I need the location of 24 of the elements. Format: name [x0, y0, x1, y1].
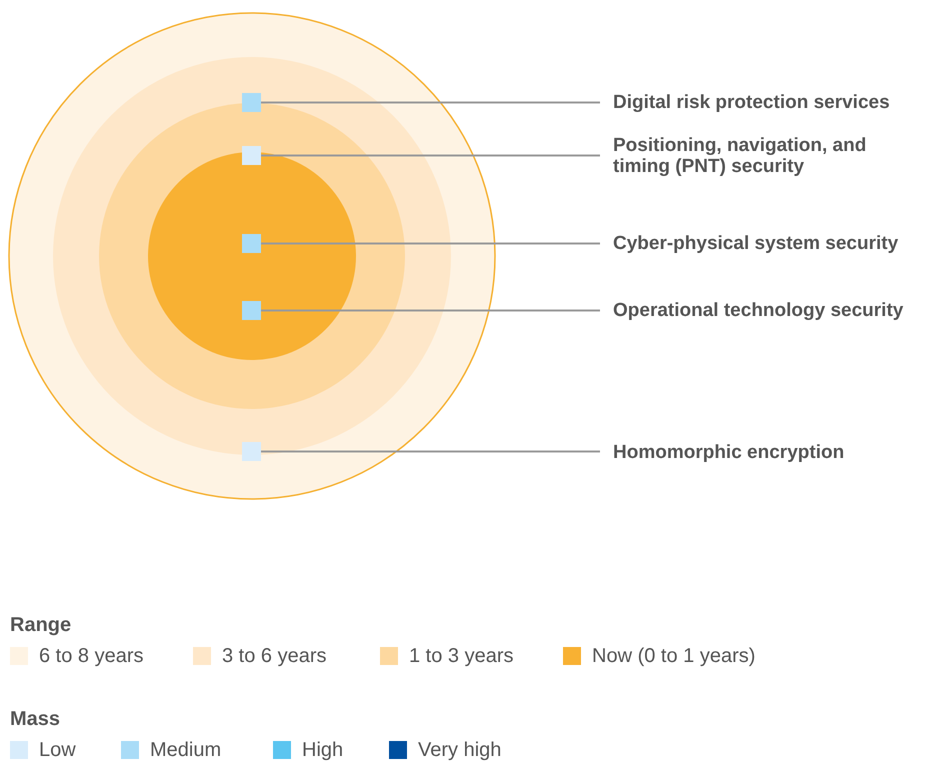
legend-label: 1 to 3 years [409, 645, 514, 667]
leader-line [261, 102, 600, 104]
legend-heading: Range [10, 614, 72, 637]
mass-marker [242, 234, 261, 253]
technology-label: Cyber-physical system security [613, 233, 898, 254]
technology-label: Positioning, navigation, and timing (PNT) security [613, 135, 913, 177]
legend-label: Medium [150, 739, 222, 761]
mass-marker [242, 146, 261, 165]
leader-line [261, 450, 600, 452]
leader-line [261, 242, 600, 244]
legend-label: 3 to 6 years [222, 645, 327, 667]
mass-marker [242, 442, 261, 461]
legend-label: High [302, 739, 344, 761]
technology-label: Digital risk protection services [613, 92, 890, 113]
mass-marker [242, 301, 261, 320]
technology-label: Homomorphic encryption [613, 442, 844, 463]
leader-line [261, 310, 600, 312]
legend-heading: Mass [10, 708, 60, 731]
mass-marker [242, 93, 261, 112]
legend-label: 6 to 8 years [39, 645, 144, 667]
technology-label: Operational technology security [613, 300, 904, 321]
legend-label: Very high [418, 739, 502, 761]
legend-label: Now (0 to 1 years) [592, 645, 756, 667]
legend-label: Low [39, 739, 76, 761]
